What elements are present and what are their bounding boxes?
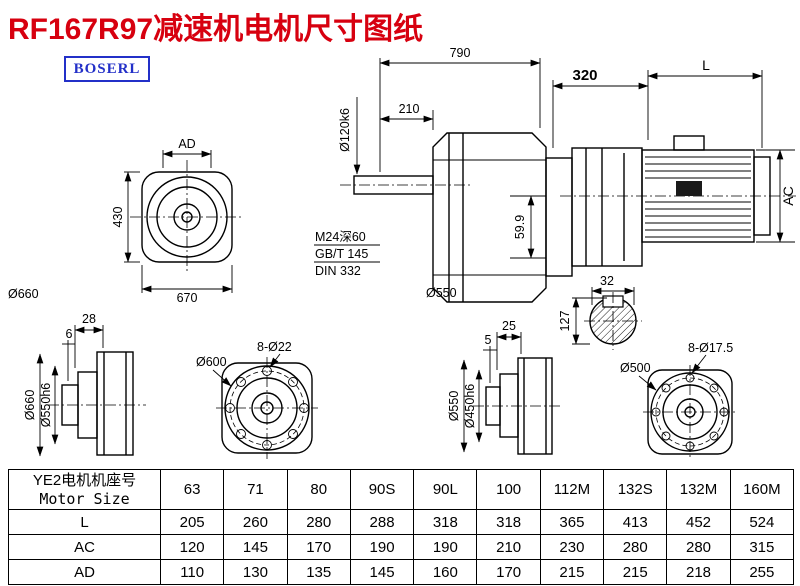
- dim-value: 120: [159, 534, 225, 560]
- dim-value: 280: [603, 534, 668, 560]
- dim-25: 25: [502, 319, 516, 333]
- dim-value: 215: [603, 559, 668, 585]
- dim-value: 260: [223, 509, 288, 535]
- size-column-header: 71: [223, 469, 288, 510]
- flange-view-a: 28 6 Ø660 Ø550h6: [23, 312, 146, 457]
- shaft-key-section: 32 127: [558, 274, 642, 350]
- dim-value: 288: [349, 509, 415, 535]
- dim-c-450h6: Ø450h6: [463, 384, 477, 429]
- dim-127: 127: [558, 311, 572, 332]
- brand-logo: BOSERL: [64, 56, 150, 82]
- dim-value: 524: [729, 509, 795, 535]
- dim-value: 230: [539, 534, 605, 560]
- dim-a-550h6: Ø550h6: [39, 383, 53, 428]
- flange-view-b: Ø600 8-Ø22: [196, 340, 318, 459]
- dim-790: 790: [450, 46, 471, 60]
- dim-430: 430: [111, 207, 125, 228]
- dim-59-9: 59.9: [513, 215, 527, 239]
- dim-value: 135: [286, 559, 351, 585]
- size-column-header: 90S: [349, 469, 415, 510]
- dim-value: 280: [666, 534, 731, 560]
- row-label: AD: [8, 559, 161, 585]
- dim-5: 5: [485, 333, 492, 347]
- note-standard-1: GB/T 145: [315, 247, 368, 261]
- size-column-header: 132M: [666, 469, 731, 510]
- table-row-AD: AD 110 130 135 145 160 170 215 215 218 2…: [8, 559, 795, 585]
- row-label: L: [8, 509, 161, 535]
- dim-value: 210: [476, 534, 541, 560]
- dim-value: 315: [729, 534, 795, 560]
- dim-8-22: 8-Ø22: [257, 340, 292, 354]
- dim-value: 452: [666, 509, 731, 535]
- gearbox-housing: [432, 132, 547, 303]
- front-view: AD 430 670 Ø660: [8, 137, 244, 305]
- dim-value: 145: [349, 559, 415, 585]
- dim-8-17-5: 8-Ø17.5: [688, 341, 733, 355]
- note-standard-2: DIN 332: [315, 264, 361, 278]
- dim-32: 32: [600, 274, 614, 288]
- table-row-L: L 205 260 280 288 318 318 365 413 452 52…: [8, 509, 795, 535]
- table-row-AC: AC 120 145 170 190 190 210 230 280 280 3…: [8, 534, 795, 560]
- dim-670: 670: [177, 291, 198, 305]
- dim-value: 145: [223, 534, 288, 560]
- dim-value: 318: [476, 509, 541, 535]
- header-en: Motor Size: [39, 490, 130, 508]
- dim-value: 110: [159, 559, 225, 585]
- dim-value: 190: [349, 534, 415, 560]
- motor-fins: [645, 156, 751, 238]
- dim-housing-550: Ø550: [426, 286, 457, 300]
- dim-value: 190: [413, 534, 478, 560]
- fan-cover: [753, 156, 771, 236]
- dim-value: 218: [666, 559, 731, 585]
- dim-value: 160: [413, 559, 478, 585]
- dim-value: 413: [603, 509, 668, 535]
- dim-value: 205: [159, 509, 225, 535]
- drawing-canvas: AD 430 670 Ø660: [8, 46, 796, 459]
- dim-value: 170: [286, 534, 351, 560]
- adapter-housing: [545, 157, 573, 277]
- note-thread: M24深60: [315, 230, 366, 244]
- flange-view-d: Ø500 8-Ø17.5: [620, 341, 737, 459]
- dim-320: 320: [572, 67, 597, 84]
- dim-front-660: Ø660: [8, 287, 39, 301]
- terminal-box: [673, 135, 705, 151]
- size-column-header: 80: [286, 469, 351, 510]
- dim-AC: AC: [780, 186, 796, 205]
- table-header-row: YE2电机机座号 Motor Size 63 71 80 90S 90L 100…: [8, 469, 795, 510]
- size-column-header: 63: [159, 469, 225, 510]
- dim-500: Ø500: [620, 361, 651, 375]
- dim-value: 130: [223, 559, 288, 585]
- dim-ad: AD: [178, 137, 195, 151]
- header-cn: YE2电机机座号: [32, 472, 137, 489]
- size-column-header: 100: [476, 469, 541, 510]
- size-column-header: 132S: [603, 469, 668, 510]
- motor-nameplate: [676, 181, 702, 196]
- dim-6: 6: [66, 327, 73, 341]
- dim-value: 170: [476, 559, 541, 585]
- dim-c-550: Ø550: [447, 391, 461, 422]
- dim-value: 280: [286, 509, 351, 535]
- header-motor-size: YE2电机机座号 Motor Size: [8, 469, 161, 510]
- dim-28: 28: [82, 312, 96, 326]
- dim-value: 255: [729, 559, 795, 585]
- dim-a-660: Ø660: [23, 390, 37, 421]
- dim-210: 210: [399, 102, 420, 116]
- motor-size-table: YE2电机机座号 Motor Size 63 71 80 90S 90L 100…: [8, 469, 795, 585]
- side-view: 790 210 Ø120k6 M24深60 GB/T 145 DIN 332 5…: [314, 46, 796, 303]
- size-column-header: 90L: [413, 469, 478, 510]
- flange-view-c: 25 5 Ø550 Ø450h6: [447, 319, 562, 455]
- dim-value: 215: [539, 559, 605, 585]
- dim-L: L: [702, 57, 710, 73]
- dim-value: 365: [539, 509, 605, 535]
- size-column-header: 160M: [729, 469, 795, 510]
- dim-value: 318: [413, 509, 478, 535]
- size-column-header: 112M: [539, 469, 605, 510]
- row-label: AC: [8, 534, 161, 560]
- page-title: RF167R97减速机电机尺寸图纸: [8, 13, 424, 46]
- dim-shaft-diameter: Ø120k6: [338, 108, 352, 152]
- dim-600: Ø600: [196, 355, 227, 369]
